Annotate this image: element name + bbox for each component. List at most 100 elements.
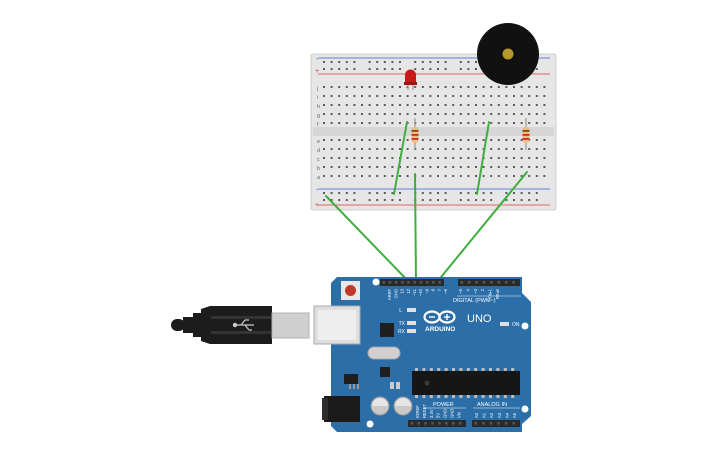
rail-hole[interactable] [444,199,447,201]
header-power[interactable] [408,420,466,427]
breadboard-hole[interactable] [429,148,432,150]
breadboard-hole[interactable] [505,139,508,141]
breadboard-hole[interactable] [452,86,455,88]
rail-hole[interactable] [475,68,477,70]
breadboard-hole[interactable] [535,104,538,106]
breadboard-hole[interactable] [421,166,424,168]
breadboard-hole[interactable] [497,139,500,141]
breadboard-hole[interactable] [429,122,432,124]
breadboard-hole[interactable] [513,139,515,141]
breadboard-hole[interactable] [459,104,462,106]
rail-hole[interactable] [323,68,325,70]
rail-hole[interactable] [475,192,477,194]
breadboard-hole[interactable] [437,113,439,115]
rail-hole[interactable] [475,61,477,63]
breadboard-hole[interactable] [497,166,500,168]
breadboard-hole[interactable] [543,113,546,115]
breadboard-hole[interactable] [497,113,500,115]
breadboard-hole[interactable] [391,148,394,150]
breadboard-hole[interactable] [353,148,356,150]
breadboard-hole[interactable] [535,86,538,88]
rail-hole[interactable] [482,199,485,201]
breadboard-hole[interactable] [391,113,394,115]
breadboard-hole[interactable] [505,104,508,106]
breadboard-hole[interactable] [490,139,493,141]
reset-button[interactable] [345,285,356,296]
breadboard-hole[interactable] [429,104,432,106]
breadboard-hole[interactable] [482,166,485,168]
breadboard-hole[interactable] [505,113,508,115]
breadboard-hole[interactable] [497,122,500,124]
breadboard-hole[interactable] [467,104,470,106]
rail-hole[interactable] [323,61,325,63]
breadboard-hole[interactable] [459,139,462,141]
breadboard-hole[interactable] [437,86,439,88]
rail-hole[interactable] [459,192,462,194]
breadboard-hole[interactable] [383,166,386,168]
rail-hole[interactable] [399,68,401,70]
breadboard-hole[interactable] [444,113,447,115]
breadboard-hole[interactable] [429,139,432,141]
header-top-right[interactable] [458,279,520,286]
rail-hole[interactable] [368,61,371,63]
breadboard-hole[interactable] [475,148,477,150]
buzzer[interactable] [477,23,539,85]
rail-hole[interactable] [376,61,379,63]
breadboard-hole[interactable] [376,148,379,150]
breadboard-hole[interactable] [429,166,432,168]
breadboard-hole[interactable] [383,86,386,88]
rail-hole[interactable] [353,61,356,63]
rail-hole[interactable] [391,199,394,201]
rail-hole[interactable] [429,199,432,201]
rail-hole[interactable] [338,61,341,63]
breadboard-hole[interactable] [345,104,348,106]
wire-buzzer-ground[interactable] [476,121,490,195]
breadboard-hole[interactable] [475,86,477,88]
breadboard-hole[interactable] [535,175,538,177]
breadboard-hole[interactable] [406,139,409,141]
breadboard-hole[interactable] [482,104,485,106]
breadboard-hole[interactable] [330,86,333,88]
rail-hole[interactable] [353,192,356,194]
rail-hole[interactable] [444,61,447,63]
rail-hole[interactable] [345,68,348,70]
breadboard-hole[interactable] [406,148,409,150]
rail-hole[interactable] [383,199,386,201]
breadboard-hole[interactable] [338,157,341,159]
breadboard-hole[interactable] [323,166,325,168]
breadboard-hole[interactable] [452,148,455,150]
breadboard-hole[interactable] [429,175,432,177]
breadboard-hole[interactable] [361,175,363,177]
breadboard-hole[interactable] [444,148,447,150]
wire-pin-10[interactable] [436,171,528,283]
breadboard-hole[interactable] [490,148,493,150]
breadboard-hole[interactable] [391,95,394,97]
breadboard-hole[interactable] [437,157,439,159]
breadboard-hole[interactable] [452,104,455,106]
breadboard-hole[interactable] [399,95,401,97]
breadboard-hole[interactable] [482,175,485,177]
breadboard-hole[interactable] [535,122,538,124]
rail-hole[interactable] [513,192,515,194]
rail-hole[interactable] [376,192,379,194]
breadboard-hole[interactable] [444,175,447,177]
breadboard-hole[interactable] [437,104,439,106]
rail-hole[interactable] [345,199,348,201]
breadboard-hole[interactable] [513,175,515,177]
breadboard-hole[interactable] [535,148,538,150]
breadboard-hole[interactable] [520,122,523,124]
breadboard-hole[interactable] [437,122,439,124]
breadboard-hole[interactable] [490,86,493,88]
breadboard-hole[interactable] [421,86,424,88]
breadboard-hole[interactable] [353,104,356,106]
breadboard-hole[interactable] [505,95,508,97]
breadboard-hole[interactable] [406,175,409,177]
breadboard-hole[interactable] [437,95,439,97]
breadboard-hole[interactable] [414,86,417,88]
breadboard-hole[interactable] [361,139,363,141]
breadboard-hole[interactable] [406,95,409,97]
header-analog[interactable] [472,420,520,427]
breadboard-hole[interactable] [505,122,508,124]
breadboard-hole[interactable] [383,139,386,141]
